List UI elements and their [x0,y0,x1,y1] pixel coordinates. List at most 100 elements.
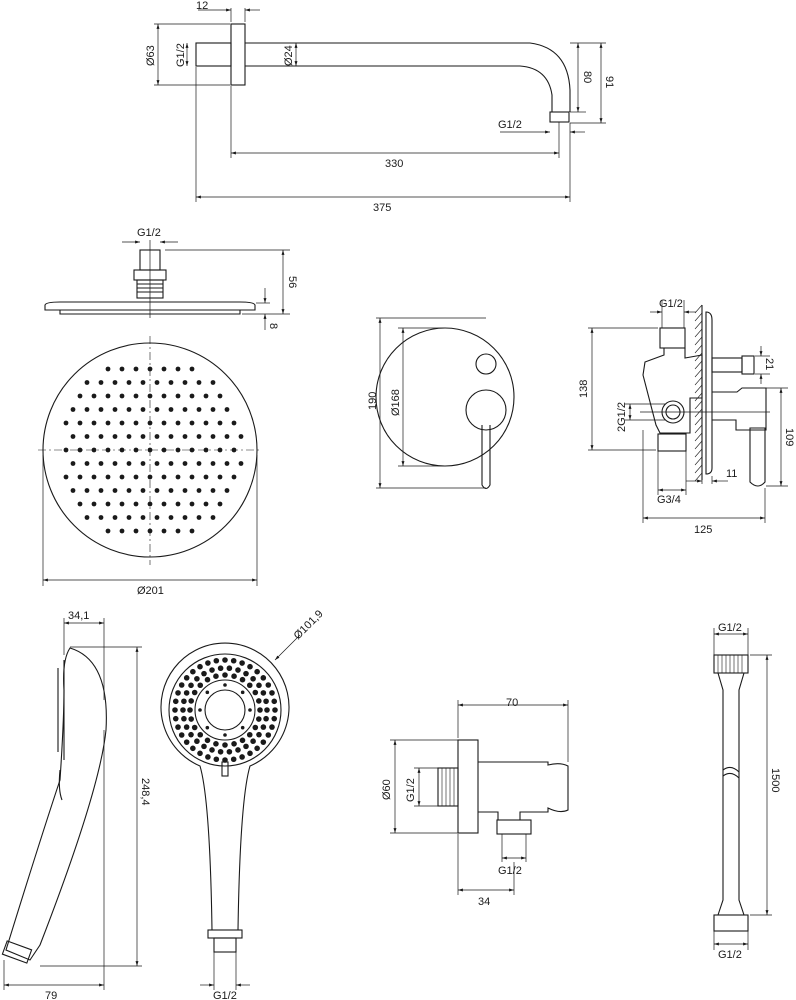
hatch-line [694,360,703,370]
nozzle-dot [240,690,245,695]
nozzle-dot [197,731,204,738]
dim-side-thread: 2G1/2 [616,402,628,432]
nozzle-dot [63,474,69,480]
dim-outlet-inlet-thread: G1/2 [405,778,417,802]
nozzle-dot [197,750,203,757]
nozzle-dot [238,434,244,439]
nozzle-dot [98,407,104,412]
nozzle-dot [112,515,118,520]
nozzle-dot [112,488,118,493]
nozzle-dot [147,528,153,534]
nozzle-dot [201,743,207,750]
nozzle-dot [168,488,174,493]
dim-valve-depth: 125 [694,524,712,536]
nozzle-dot [269,690,275,696]
nozzle-dot [189,366,195,372]
dim-outlet-flange-diameter: Ø60 [381,779,393,800]
nozzle-dot [105,528,111,534]
nozzle-dot [98,434,104,439]
nozzle-dot [183,690,190,696]
nozzle-dot [181,698,187,705]
nozzle-pattern [63,366,244,534]
nozzle-dot [243,670,249,677]
nozzle-dot [175,528,181,534]
nozzle-dot [133,366,139,372]
nozzle-dot [133,447,139,453]
hand-shower-front-drawing: G1/2 Ø101,9 [160,608,326,1000]
nozzle-dot [161,420,167,426]
nozzle-dot [204,676,211,683]
nozzle-dot [188,731,194,738]
nozzle-dot [196,407,202,412]
nozzle-dot [84,515,90,520]
nozzle-dot [210,461,216,466]
valve-front-drawing: 190 Ø168 [367,317,515,490]
nozzle-dot [140,515,146,520]
hatch-line [694,416,703,426]
nozzle-dot [168,380,174,385]
nozzle-dot [105,366,111,372]
nozzle-dot [239,660,245,666]
hatch-line [694,440,703,450]
hose-drawing: G1/2 1500 G1/2 [713,622,781,961]
shower-arm-drawing: 12 Ø63 G1/2 Ø24 80 91 G1/2 330 375 [145,0,615,214]
nozzle-dot [250,738,256,745]
nozzle-dot [265,682,272,688]
hatch-line [694,392,703,402]
nozzle-dot [224,434,230,439]
nozzle-dot [154,380,160,385]
nozzle-dot [140,488,146,493]
nozzle-dot [105,393,111,399]
nozzle-dot [154,515,160,520]
nozzle-dot [161,366,167,372]
nozzle-dot [175,690,181,696]
nozzle-dot [119,447,125,453]
nozzle-dot [182,515,188,520]
nozzle-dot [194,675,200,682]
nozzle-dot [133,393,139,399]
nozzle-dot [91,501,97,507]
nozzle-dot [269,724,275,730]
nozzle-dot [178,732,185,738]
dim-pipe-diameter: Ø24 [283,45,295,66]
nozzle-dot [84,407,90,412]
nozzle-dot [191,724,198,731]
nozzle-dot [154,488,160,493]
nozzle-dot [252,689,259,696]
nozzle-dot [189,474,195,480]
nozzle-dot [209,667,215,673]
nozzle-dot [91,393,97,399]
nozzle-dot [119,393,125,399]
nozzle-dot [210,515,216,520]
nozzle-dot [205,660,211,666]
dim-drop-total: 91 [603,76,615,88]
nozzle-dot [84,434,90,439]
nozzle-dot [224,488,230,493]
nozzle-dot [126,407,132,412]
nozzle-dot [239,754,245,760]
nozzle-dot [182,434,188,439]
nozzle-dot [265,732,272,738]
nozzle-dot [77,420,83,426]
dim-drop-inner: 80 [581,71,593,83]
nozzle-dot [70,407,76,412]
dim-rain-diameter: Ø201 [137,585,164,597]
nozzle-dot [231,673,237,679]
nozzle-dot [256,698,262,704]
dim-hand-thickness: 34,1 [68,610,89,622]
dim-hose-length: 1500 [769,768,781,792]
nozzle-dot [230,657,237,664]
nozzle-dot [256,682,262,689]
nozzle-dot [98,515,104,520]
nozzle-dot [161,447,167,453]
nozzle-dot [196,461,202,466]
dim-rain-thread: G1/2 [137,227,161,239]
nozzle-dot [77,501,83,507]
nozzle-dot [203,420,209,426]
nozzle-dot [271,698,278,705]
nozzle-dot [247,663,253,670]
nozzle-dot [77,447,83,453]
dim-flange-width: 12 [196,0,208,12]
hatch-line [694,304,703,314]
dim-hose-top-thread: G1/2 [718,622,742,634]
